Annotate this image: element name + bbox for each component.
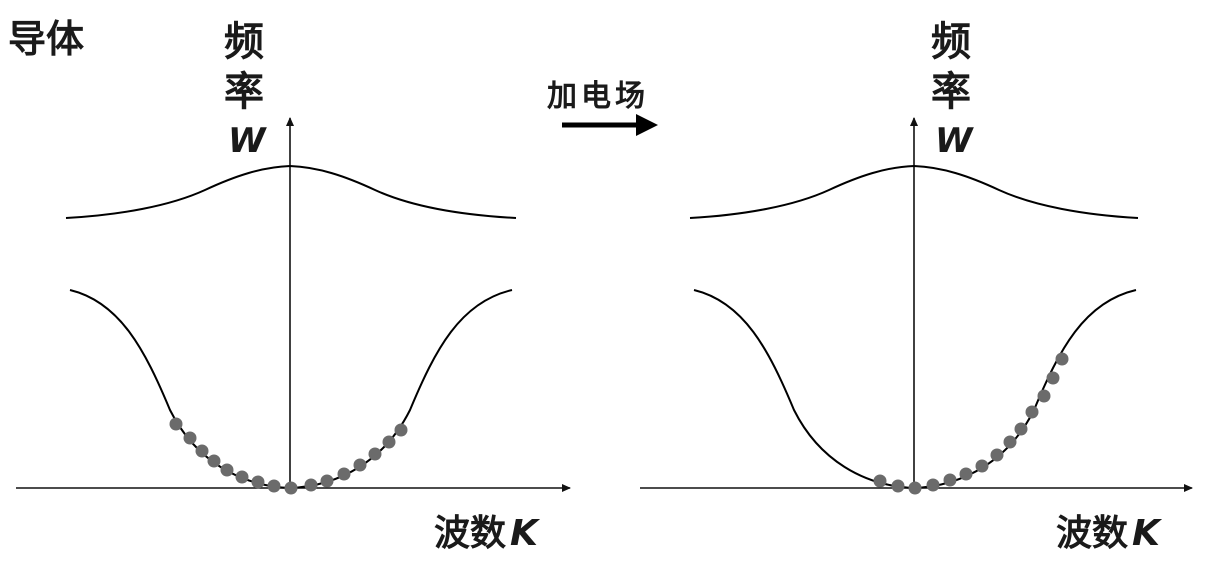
upper-band-curve — [65, 164, 517, 219]
y-label-char-1: 频 — [931, 19, 971, 65]
upper-band-curve — [689, 164, 1139, 219]
electron-dot — [943, 473, 957, 487]
electron-dot — [368, 447, 382, 461]
electron-dot — [195, 444, 209, 458]
electron-dot — [183, 431, 197, 445]
electron-dot — [1055, 352, 1069, 366]
y-label-symbol: W — [228, 121, 267, 161]
y-label-char-2: 率 — [224, 69, 264, 115]
title-conductor: 导体 — [8, 17, 84, 61]
electron-dot — [320, 474, 334, 488]
x-label-text: 波数 — [434, 513, 506, 554]
electron-dot — [267, 479, 281, 493]
x-label-symbol: K — [510, 513, 541, 554]
y-label-char-1: 频 — [224, 19, 264, 65]
electron-dot — [394, 423, 408, 437]
electrons-group — [873, 352, 1069, 495]
electron-dot — [990, 448, 1004, 462]
electron-dot — [975, 459, 989, 473]
electron-dot — [1025, 405, 1039, 419]
electron-dot — [891, 479, 905, 493]
electron-dot — [207, 454, 221, 468]
electron-dot — [1014, 422, 1028, 436]
panel-before-field: 频 率 W 波数 K — [16, 19, 571, 554]
x-label-text: 波数 — [1056, 513, 1128, 554]
electron-dot — [959, 467, 973, 481]
electron-dot — [353, 458, 367, 472]
electron-dot — [235, 470, 249, 484]
electron-dot — [1046, 371, 1060, 385]
electron-dot — [284, 481, 298, 495]
panel-after-field: 频 率 W 波数 K — [640, 19, 1193, 554]
electron-dot — [926, 478, 940, 492]
electron-dot — [1003, 435, 1017, 449]
electron-dot — [304, 478, 318, 492]
electron-dot — [908, 481, 922, 495]
electron-dot — [1037, 389, 1051, 403]
y-label-symbol: W — [935, 121, 974, 161]
lower-band-curve — [693, 289, 1137, 490]
arrow-label-electric-field: 加电场 — [547, 79, 649, 114]
electric-field-arrow — [562, 114, 658, 136]
y-label-char-2: 率 — [931, 69, 971, 115]
electron-dot — [251, 475, 265, 489]
electron-dot — [220, 463, 234, 477]
electrons-group — [169, 417, 408, 495]
electron-dot — [382, 435, 396, 449]
lower-band-curve — [69, 289, 513, 490]
electron-dot — [337, 467, 351, 481]
electron-dot — [873, 474, 887, 488]
electron-dot — [169, 417, 183, 431]
x-label-symbol: K — [1132, 513, 1163, 554]
